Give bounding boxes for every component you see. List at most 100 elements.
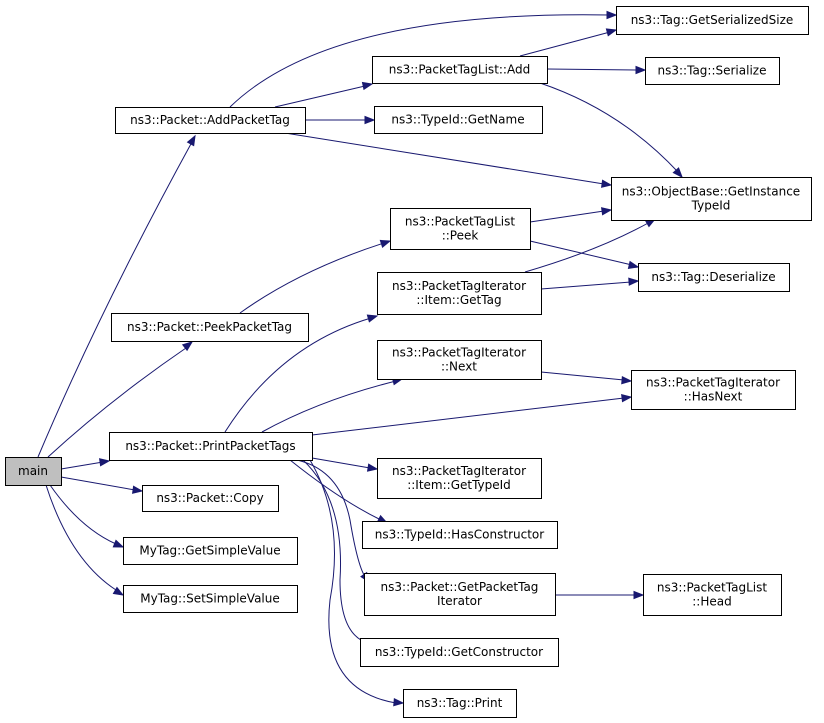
node-pti-hasnext[interactable]: ns3::PacketTagIterator::HasNext	[631, 370, 796, 410]
edge-getpackettagiterator-to-ptl-head	[555, 590, 645, 600]
node-box[interactable]	[403, 689, 517, 718]
arrowhead-icon	[635, 65, 647, 75]
node-box[interactable]	[5, 457, 62, 486]
node-pti-item-gettypeid[interactable]: ns3::PacketTagIterator::Item::GetTypeId	[377, 458, 542, 499]
node-label: ns3::ObjectBase::GetInstance	[622, 185, 800, 199]
edge-addpackettag-to-typeid-getname	[305, 115, 376, 125]
edge-ptl-peek-to-objectbase-getinstancetypeid	[529, 207, 613, 223]
node-box[interactable]	[362, 521, 558, 549]
node-box[interactable]	[372, 56, 548, 84]
arrowhead-icon	[621, 375, 633, 385]
node-addpackettag[interactable]: ns3::Packet::AddPacketTag	[115, 107, 306, 134]
node-label: ns3::PacketTagList	[657, 581, 767, 595]
node-label: ::Head	[692, 595, 731, 609]
node-label: ns3::Packet::GetPacketTag	[381, 580, 539, 594]
node-ptl-add[interactable]: ns3::PacketTagList::Add	[372, 56, 548, 84]
node-ptl-peek[interactable]: ns3::PacketTagList::Peek	[390, 208, 531, 250]
node-pti-item-gettag[interactable]: ns3::PacketTagIterator::Item::GetTag	[377, 272, 542, 315]
arrowhead-icon	[627, 260, 640, 269]
node-tag-print[interactable]: ns3::Tag::Print	[403, 689, 517, 718]
edge-line	[524, 221, 651, 273]
node-ptl-head[interactable]: ns3::PacketTagList::Head	[643, 574, 782, 616]
node-label: ns3::PacketTagIterator	[392, 346, 526, 360]
node-box[interactable]	[643, 574, 782, 616]
node-label: ns3::TypeId::GetConstructor	[375, 645, 543, 659]
edge-addpackettag-to-tag-getserializedsize	[229, 10, 618, 108]
arrowhead-icon	[361, 81, 374, 91]
node-label: ns3::PacketTagIterator	[392, 464, 526, 478]
node-main[interactable]: main	[5, 457, 62, 486]
node-box[interactable]	[631, 370, 796, 410]
node-typeid-getconstructor[interactable]: ns3::TypeId::GetConstructor	[360, 638, 559, 667]
edge-pti-item-gettag-to-objectbase-getinstancetypeid	[524, 218, 657, 273]
node-label: ns3::PacketTagIterator	[392, 279, 526, 293]
node-box[interactable]	[109, 432, 313, 461]
node-label: ns3::Packet::PeekPacketTag	[127, 320, 292, 334]
node-label: ns3::TypeId::HasConstructor	[375, 528, 544, 542]
node-box[interactable]	[111, 313, 309, 342]
edge-printpackettags-to-pti-next	[261, 377, 404, 433]
edge-line	[261, 380, 397, 433]
arrowhead-icon	[99, 458, 111, 467]
node-label: ::HasNext	[684, 390, 743, 404]
node-printpackettags[interactable]: ns3::Packet::PrintPacketTags	[109, 432, 313, 461]
edge-line	[45, 484, 117, 591]
node-box[interactable]	[390, 208, 531, 250]
node-typeid-getname[interactable]: ns3::TypeId::GetName	[374, 106, 543, 134]
node-typeid-hasconstructor[interactable]: ns3::TypeId::HasConstructor	[362, 521, 558, 549]
edge-line	[302, 459, 369, 644]
arrowhead-icon	[112, 586, 125, 596]
edge-line	[529, 210, 605, 223]
node-box[interactable]	[142, 485, 279, 512]
edge-line	[311, 457, 371, 469]
node-box[interactable]	[638, 263, 790, 292]
node-tag-serialize[interactable]: ns3::Tag::Serialize	[645, 57, 780, 85]
node-box[interactable]	[115, 107, 306, 134]
node-box[interactable]	[377, 340, 542, 380]
edge-main-to-peekpackettag	[47, 341, 194, 458]
node-label: ns3::Tag::Deserialize	[651, 270, 775, 284]
node-label: ns3::TypeId::GetName	[391, 113, 524, 127]
edge-line	[539, 82, 679, 173]
node-peekpackettag[interactable]: ns3::Packet::PeekPacketTag	[111, 313, 309, 342]
node-box[interactable]	[123, 537, 298, 565]
node-box[interactable]	[616, 6, 809, 35]
node-tag-getserializedsize[interactable]: ns3::Tag::GetSerializedSize	[616, 6, 809, 35]
node-label: ns3::Tag::Serialize	[658, 64, 767, 78]
edge-line	[49, 484, 117, 545]
node-box[interactable]	[360, 638, 559, 667]
node-box[interactable]	[374, 106, 543, 134]
node-box[interactable]	[611, 177, 812, 221]
edge-line	[60, 476, 136, 491]
call-graph-nodes: mainns3::Packet::AddPacketTagns3::Packet…	[5, 6, 812, 718]
node-setsimplevalue[interactable]: MyTag::SetSimpleValue	[123, 585, 298, 613]
node-box[interactable]	[123, 585, 298, 613]
arrowhead-icon	[379, 239, 392, 248]
node-label: MyTag::SetSimpleValue	[140, 592, 280, 606]
edge-line	[309, 459, 397, 704]
arrowhead-icon	[606, 10, 618, 20]
edge-line	[239, 242, 385, 314]
node-box[interactable]	[645, 57, 780, 85]
node-getsimplevalue[interactable]: MyTag::GetSimpleValue	[123, 537, 298, 565]
node-box[interactable]	[377, 272, 542, 315]
arrowhead-icon	[672, 167, 683, 179]
edge-line	[37, 141, 193, 458]
edge-printpackettags-to-tag-print	[309, 459, 405, 707]
node-box[interactable]	[364, 573, 556, 616]
arrowhead-icon	[112, 539, 125, 548]
edge-line	[519, 31, 611, 57]
node-box[interactable]	[377, 458, 542, 499]
arrowhead-icon	[621, 393, 633, 403]
edge-line	[47, 347, 187, 458]
node-tag-deserialize[interactable]: ns3::Tag::Deserialize	[638, 263, 790, 292]
edge-ptl-peek-to-tag-deserialize	[529, 240, 640, 269]
node-pti-next[interactable]: ns3::PacketTagIterator::Next	[377, 340, 542, 380]
node-copy[interactable]: ns3::Packet::Copy	[142, 485, 279, 512]
edge-line	[540, 371, 625, 381]
arrowhead-icon	[364, 115, 376, 125]
arrowhead-icon	[186, 134, 196, 147]
edge-peekpackettag-to-ptl-peek	[239, 239, 392, 314]
